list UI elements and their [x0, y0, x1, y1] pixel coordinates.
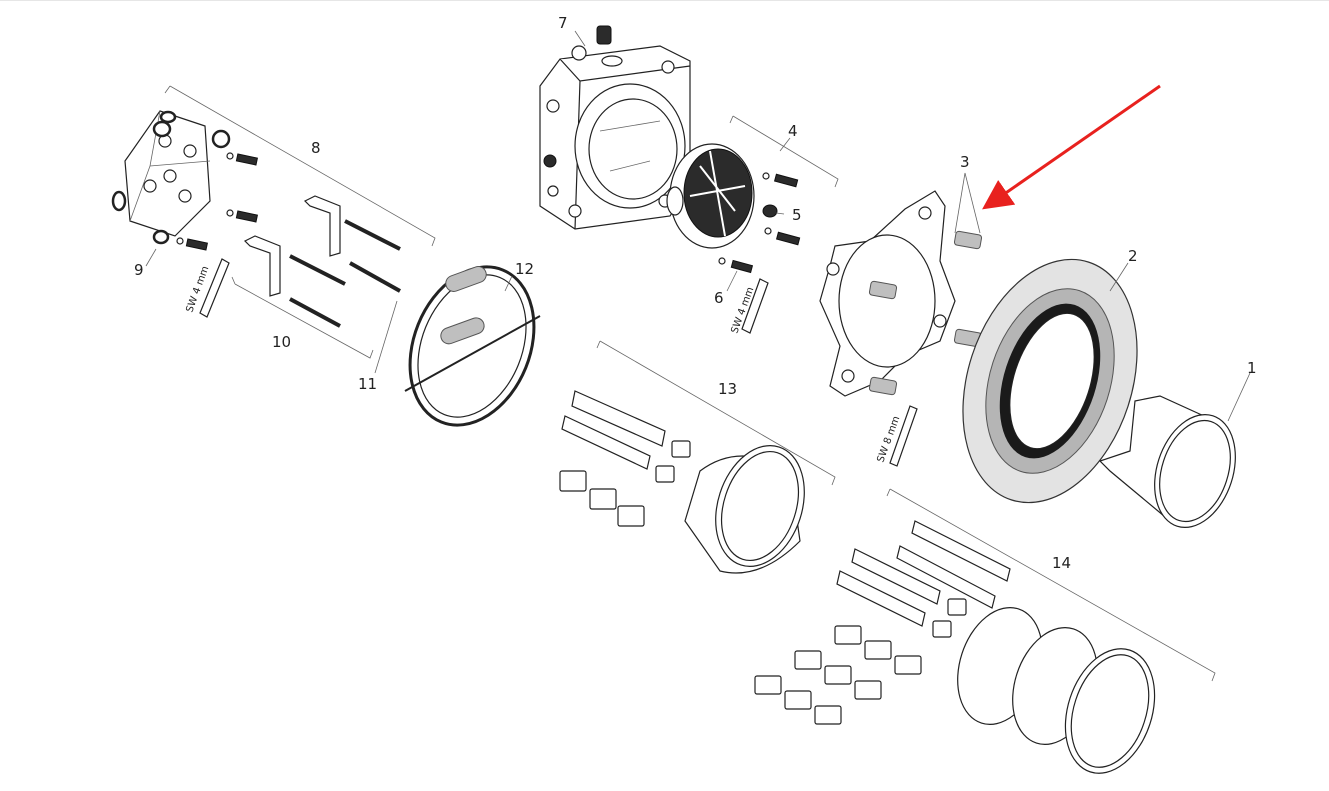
label-part-13: 13 [718, 380, 737, 398]
red-arrow-pointer [982, 84, 1161, 210]
hex-key-left [199, 258, 230, 318]
part-14-extension-set [754, 520, 1156, 774]
part-8-valve-block [111, 110, 231, 245]
label-part-11: 11 [358, 375, 377, 393]
label-part-14: 14 [1052, 554, 1071, 572]
part-9-screws [176, 152, 258, 318]
part-3-anchors [868, 230, 983, 396]
part-10-brackets [243, 195, 401, 328]
part-12-frame-ring [404, 265, 541, 427]
label-part-3: 3 [960, 153, 970, 171]
part-3-mounting-plate [819, 190, 983, 467]
label-part-5: 5 [792, 206, 802, 224]
hex-key-sw8 [889, 405, 918, 467]
label-part-7: 7 [558, 14, 568, 32]
label-part-1: 1 [1247, 359, 1257, 377]
label-part-2: 2 [1128, 247, 1138, 265]
label-part-9: 9 [134, 261, 144, 279]
hex-key-mid [741, 278, 769, 334]
part-2-cover-plate [962, 258, 1138, 504]
label-part-4: 4 [788, 122, 798, 140]
part-7-housing [539, 25, 691, 230]
label-part-10: 10 [272, 333, 291, 351]
label-part-12: 12 [515, 260, 534, 278]
part-1-sleeve [1098, 395, 1236, 528]
leader-lines [145, 30, 1251, 682]
part-5-spring [762, 204, 778, 218]
label-part-8: 8 [311, 139, 321, 157]
part-13-extension-set [559, 390, 805, 574]
part-4-screws [718, 172, 801, 274]
part-4-cartridge [666, 143, 801, 334]
label-part-6: 6 [714, 289, 724, 307]
